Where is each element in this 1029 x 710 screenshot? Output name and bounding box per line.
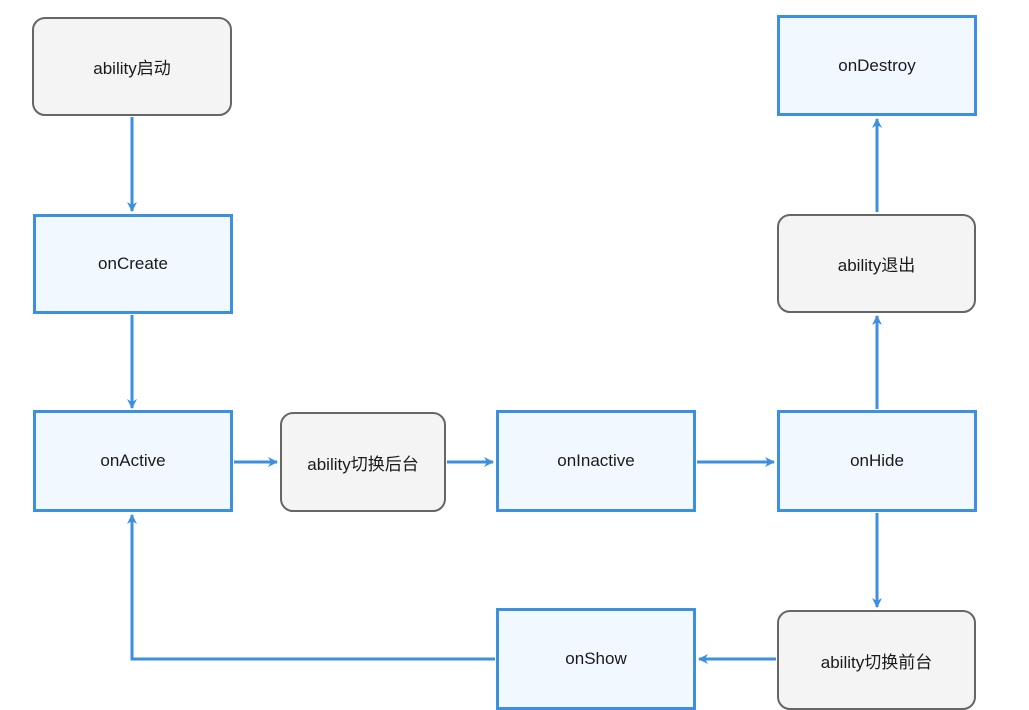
- node-ability-exit-label: ability退出: [837, 256, 916, 275]
- node-on-show-label: onShow: [565, 649, 627, 668]
- node-on-inactive-label: onInactive: [557, 451, 635, 470]
- node-on-hide: onHide: [777, 410, 977, 512]
- node-on-create-label: onCreate: [98, 254, 168, 273]
- arrow-show-to-active: [127, 514, 495, 661]
- node-ability-to-foreground-label: ability切换前台: [820, 652, 933, 672]
- node-ability-start-label: ability启动: [93, 59, 171, 78]
- node-on-create: onCreate: [33, 214, 233, 314]
- node-on-active: onActive: [33, 410, 233, 512]
- node-ability-start: ability启动: [32, 17, 232, 116]
- node-ability-exit: ability退出: [777, 214, 976, 313]
- node-on-active-label: onActive: [100, 451, 166, 470]
- node-on-hide-label: onHide: [850, 451, 904, 470]
- node-ability-to-background-label: ability切换后台: [307, 454, 419, 474]
- node-ability-to-background: ability切换后台: [280, 412, 446, 512]
- node-on-show: onShow: [496, 608, 696, 710]
- node-on-destroy: onDestroy: [777, 15, 977, 116]
- node-ability-to-foreground: ability切换前台: [777, 610, 976, 710]
- node-on-destroy-label: onDestroy: [838, 55, 916, 75]
- node-on-inactive: onInactive: [496, 410, 696, 512]
